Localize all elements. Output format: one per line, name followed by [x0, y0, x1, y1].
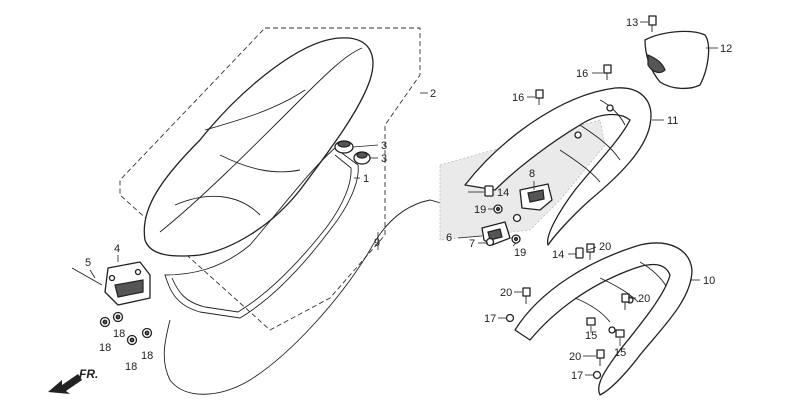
- screw-17-lower[interactable]: [592, 370, 602, 380]
- frame-body-area: [439, 119, 606, 241]
- clip-15-b[interactable]: [615, 329, 625, 338]
- flange-nut-2[interactable]: [112, 311, 124, 323]
- seat-hinge-pin[interactable]: [71, 267, 103, 286]
- callout-4: 4: [114, 243, 120, 255]
- flange-nut-1[interactable]: [99, 316, 111, 328]
- callout-17-upper: 17: [484, 313, 496, 325]
- callout-19-lower: 19: [514, 247, 526, 259]
- bolt-20-d[interactable]: [596, 349, 605, 366]
- clip-14-upper[interactable]: [484, 185, 494, 197]
- screw-17-upper[interactable]: [505, 313, 515, 323]
- callout-20-a: 20: [599, 241, 611, 253]
- rear-cover-cap[interactable]: [644, 30, 710, 90]
- callout-3-upper: 3: [381, 140, 387, 152]
- callout-20-c: 20: [638, 293, 650, 305]
- flange-nut-3[interactable]: [126, 334, 138, 346]
- front-direction-indicator: FR.: [48, 367, 98, 394]
- callout-13: 13: [626, 17, 638, 29]
- seat-catch[interactable]: [104, 261, 151, 306]
- seat-cushion-upper[interactable]: [334, 140, 354, 154]
- callout-14-lower: 14: [552, 249, 564, 261]
- callout-12: 12: [720, 43, 732, 55]
- callout-16-left: 16: [512, 92, 524, 104]
- callout-11: 11: [667, 115, 678, 127]
- seat-seal[interactable]: [164, 147, 359, 319]
- front-arrow-icon: [48, 374, 82, 394]
- rear-frame-cover[interactable]: [514, 242, 693, 396]
- callout-7: 7: [469, 238, 475, 250]
- screw-7[interactable]: [485, 237, 495, 247]
- seat-group-outline: [119, 27, 421, 331]
- callout-14-upper: 14: [497, 187, 509, 199]
- bolt-13[interactable]: [648, 15, 657, 32]
- seat-lock-cable[interactable]: [163, 199, 449, 395]
- callout-20-b: 20: [500, 287, 512, 299]
- callout-2: 2: [430, 88, 436, 100]
- leader-lines: [89, 21, 718, 376]
- callout-18-a: 18: [99, 342, 111, 354]
- callout-10: 10: [703, 275, 715, 287]
- callout-19-upper: 19: [474, 204, 486, 216]
- callout-18-c: 18: [125, 361, 137, 373]
- seat-cushion-lower[interactable]: [353, 151, 371, 165]
- bolt-20-b[interactable]: [522, 287, 531, 304]
- callout-20-d: 20: [569, 351, 581, 363]
- callout-9: 9: [374, 237, 380, 249]
- bolt-20-c[interactable]: [621, 293, 630, 310]
- bolt-19-upper[interactable]: [493, 204, 503, 214]
- callout-18-d: 18: [141, 350, 153, 362]
- callout-15-a: 15: [585, 330, 597, 342]
- seat-seal-inner: [171, 154, 352, 313]
- callout-18-b: 18: [113, 328, 125, 340]
- bolt-16-right[interactable]: [603, 64, 612, 80]
- callout-1: 1: [363, 173, 369, 185]
- clip-15-a[interactable]: [586, 317, 596, 326]
- rear-center-cover[interactable]: [464, 87, 652, 246]
- callout-8: 8: [529, 168, 535, 180]
- callout-15-b: 15: [614, 347, 626, 359]
- fastener-near-8[interactable]: [512, 213, 522, 223]
- clip-14-lower[interactable]: [575, 247, 584, 259]
- bolt-20-a[interactable]: [586, 243, 595, 260]
- callout-3-lower: 3: [381, 153, 387, 165]
- bolt-19-lower[interactable]: [511, 234, 521, 244]
- seat-lock[interactable]: [519, 183, 553, 211]
- front-direction-label: FR.: [79, 367, 98, 381]
- callout-labels: 2 3 3 1 4 5 9 18 18 18 18 13 12 16 16 11…: [85, 17, 732, 382]
- callout-6: 6: [446, 232, 452, 244]
- callout-5: 5: [85, 257, 91, 269]
- flange-nut-4[interactable]: [141, 327, 153, 339]
- callout-16-right: 16: [576, 68, 588, 80]
- seat[interactable]: [143, 37, 374, 257]
- bolt-16-left[interactable]: [535, 89, 544, 105]
- callout-17-lower: 17: [571, 370, 583, 382]
